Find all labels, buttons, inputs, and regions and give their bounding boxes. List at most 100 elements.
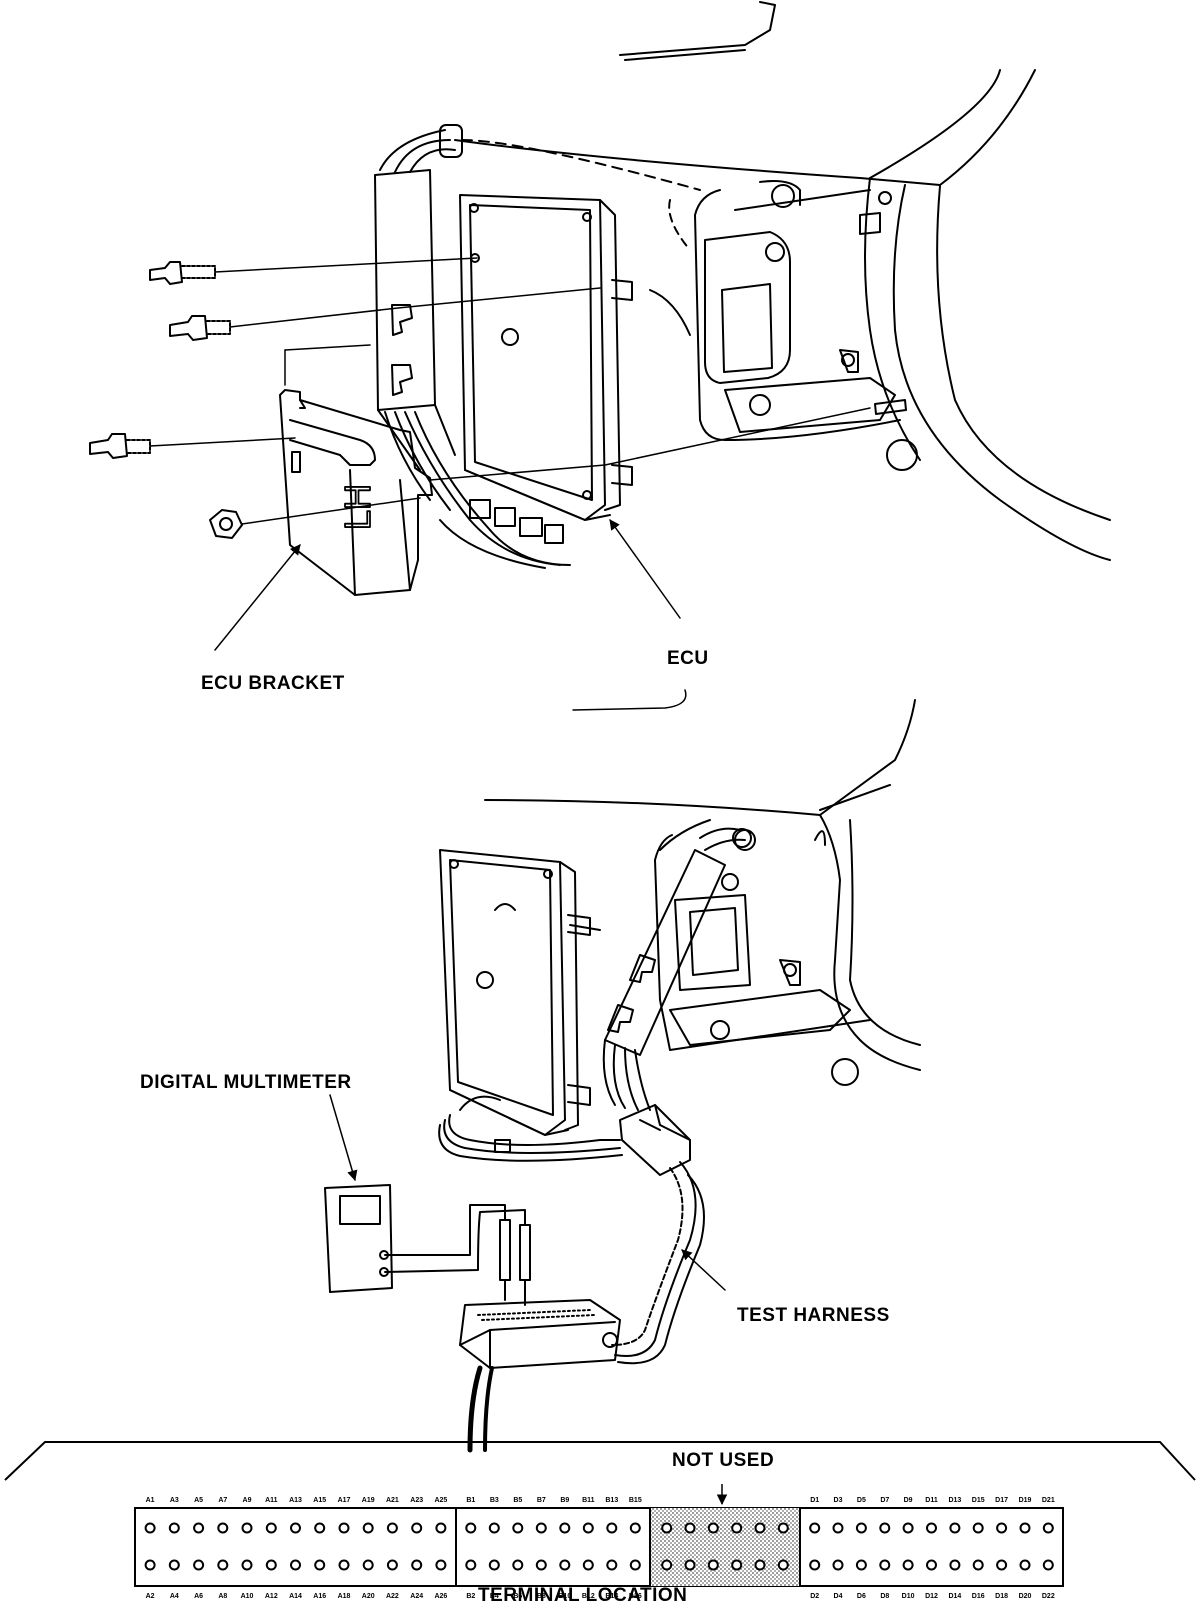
terminal-label: A20 (362, 1593, 375, 1600)
terminal-strip (134, 1507, 1064, 1587)
terminal-label: A17 (338, 1497, 351, 1504)
terminal-label: A18 (338, 1593, 351, 1600)
terminal-label: A14 (289, 1593, 302, 1600)
terminal-pin-d (926, 1522, 937, 1534)
digital-multimeter-device (324, 1184, 393, 1293)
test-probes (384, 1204, 531, 1306)
terminal-label: A13 (289, 1497, 302, 1504)
terminal-pin-a (338, 1559, 350, 1571)
ecu-label: ECU (667, 648, 709, 669)
terminal-label: D18 (995, 1593, 1008, 1600)
terminal-pin-a (435, 1559, 447, 1571)
terminal-pin-not-used (777, 1522, 789, 1534)
terminal-pin-d (949, 1522, 961, 1534)
terminal-pin-d (1042, 1522, 1054, 1534)
connector-cover-bottom (569, 827, 752, 1111)
terminal-pin-b (488, 1559, 500, 1571)
terminal-pin-a (362, 1559, 374, 1571)
terminal-label: A23 (410, 1497, 423, 1504)
terminal-label: A16 (313, 1593, 326, 1600)
terminal-label: A4 (170, 1593, 179, 1600)
terminal-label: B13 (605, 1497, 618, 1504)
terminal-label: A8 (218, 1593, 227, 1600)
terminal-label: D9 (904, 1497, 913, 1504)
terminal-pin-not-used (707, 1522, 719, 1534)
terminal-pin-not-used (731, 1559, 743, 1571)
terminal-label: D16 (972, 1593, 985, 1600)
terminal-pin-a (217, 1522, 229, 1534)
terminal-label: A24 (410, 1593, 423, 1600)
terminal-pin-a (314, 1522, 326, 1534)
terminal-pin-b (465, 1522, 477, 1534)
multimeter-arrow (329, 1094, 358, 1182)
terminal-pin-a (241, 1522, 253, 1534)
breakout-box (459, 1299, 621, 1453)
terminal-pin-not-used (684, 1522, 696, 1534)
terminal-label: D17 (995, 1497, 1008, 1504)
terminal-pin-d (902, 1522, 914, 1534)
terminal-pin-b (488, 1522, 500, 1534)
terminal-pin-d (996, 1522, 1008, 1534)
terminal-pin-a (265, 1522, 277, 1534)
terminal-label: D21 (1042, 1497, 1055, 1504)
terminal-label: D10 (902, 1593, 915, 1600)
terminal-label: D3 (834, 1497, 843, 1504)
terminal-label: A6 (194, 1593, 203, 1600)
terminal-label: A12 (265, 1593, 278, 1600)
terminal-pin-d (1019, 1559, 1031, 1571)
terminal-pin-b (512, 1522, 524, 1534)
terminal-pin-a (314, 1559, 326, 1571)
terminal-label: B15 (629, 1497, 642, 1504)
not-used-label: NOT USED (672, 1450, 775, 1471)
terminal-pin-b (606, 1522, 618, 1534)
ecu-test-illustration (324, 699, 921, 1453)
terminal-pin-a (411, 1559, 423, 1571)
ecu-bracket-label: ECU BRACKET (201, 673, 345, 694)
terminal-pin-a (435, 1522, 447, 1534)
terminal-pin-not-used (661, 1522, 673, 1534)
test-harness-connector (438, 1095, 705, 1365)
bolt-1 (149, 257, 478, 285)
terminal-pin-b (535, 1559, 547, 1571)
terminal-pin-d (832, 1522, 844, 1534)
terminal-panel-outline (4, 1441, 1196, 1481)
terminal-pin-a (386, 1522, 398, 1534)
terminal-label: D22 (1042, 1593, 1055, 1600)
ecu-unit-top (459, 194, 633, 521)
test-harness-label: TEST HARNESS (737, 1305, 890, 1326)
terminal-label: B6 (513, 1593, 522, 1600)
terminal-pin-b (582, 1522, 594, 1534)
terminal-pin-not-used (777, 1559, 789, 1571)
terminal-label: D6 (857, 1593, 866, 1600)
terminal-label: B2 (466, 1593, 475, 1600)
terminal-pin-b (629, 1559, 641, 1571)
terminal-label: A21 (386, 1497, 399, 1504)
bolt-2 (169, 287, 601, 341)
terminal-pin-b (465, 1559, 477, 1571)
terminal-label: B10 (558, 1593, 571, 1600)
test-harness-arrow (681, 1249, 726, 1291)
terminal-pin-a (290, 1522, 301, 1534)
terminal-pin-d (832, 1559, 844, 1571)
not-used-area (650, 1508, 800, 1586)
terminal-label: B7 (537, 1497, 546, 1504)
ecu-bracket-arrow (214, 544, 301, 651)
terminal-pin-d (972, 1559, 984, 1571)
ecu-arrow (609, 519, 681, 619)
terminal-label: A19 (362, 1497, 375, 1504)
terminal-label: B11 (582, 1497, 595, 1504)
terminal-pin-not-used (684, 1559, 696, 1571)
terminal-pin-a (193, 1522, 205, 1534)
terminal-pin-not-used (661, 1559, 673, 1571)
terminal-label: D8 (880, 1593, 889, 1600)
terminal-label: A5 (194, 1497, 203, 1504)
terminal-pin-d (1042, 1559, 1054, 1571)
terminal-pin-a (168, 1559, 180, 1571)
terminal-pin-a (217, 1559, 229, 1571)
terminal-label: D20 (1019, 1593, 1032, 1600)
terminal-label: B8 (537, 1593, 546, 1600)
terminal-pin-d (949, 1559, 961, 1571)
terminal-label: B9 (560, 1497, 569, 1504)
